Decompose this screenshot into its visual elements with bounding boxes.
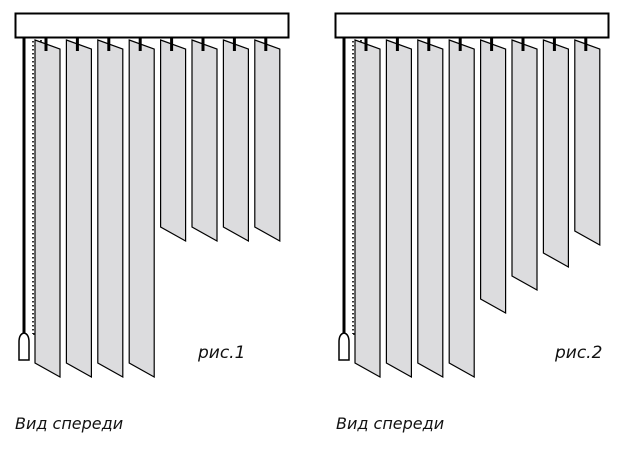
slat (34, 39, 61, 379)
slat (542, 39, 570, 269)
slat (222, 39, 249, 243)
slat (511, 39, 538, 292)
slat (254, 39, 281, 243)
slat (128, 39, 155, 379)
slat (354, 39, 381, 379)
slat (385, 39, 412, 379)
slat (417, 39, 444, 379)
cord-handle (338, 332, 350, 361)
headrail (334, 12, 610, 39)
slat (97, 39, 124, 379)
slat (160, 39, 187, 243)
figure-2-view-label: Вид спереди (336, 414, 445, 433)
slat (574, 39, 601, 247)
slat (480, 39, 507, 315)
headrail (14, 12, 290, 39)
cord-handle (18, 332, 30, 361)
slat (448, 39, 475, 379)
figure-1-caption: рис.1 (198, 343, 246, 363)
slat (65, 39, 93, 379)
slat (191, 39, 218, 243)
figure-1-view-label: Вид спереди (15, 414, 124, 433)
figure-2-caption: рис.2 (555, 343, 603, 363)
